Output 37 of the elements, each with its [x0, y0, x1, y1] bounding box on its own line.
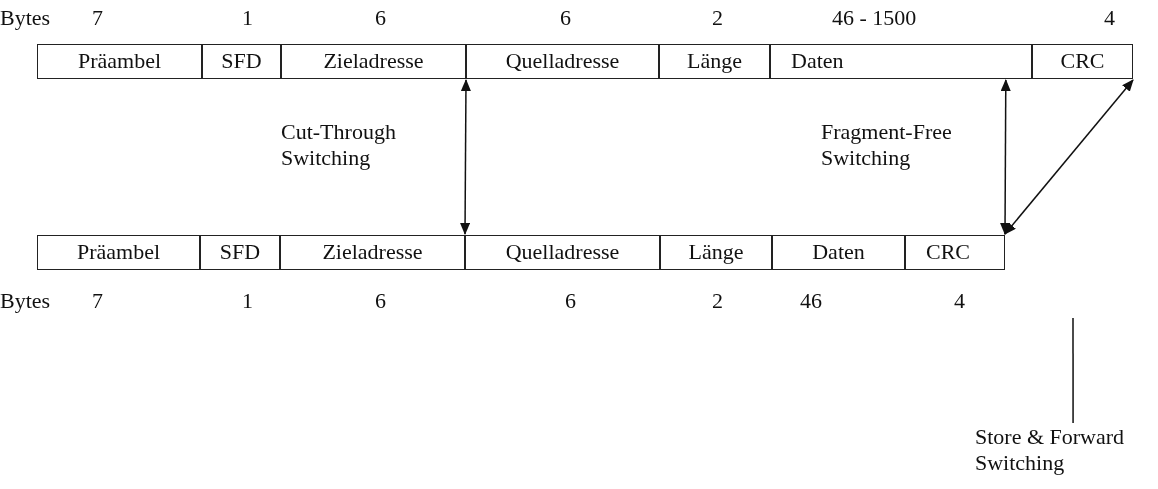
- row-label: Bytes: [0, 288, 51, 314]
- byte-count: 2: [712, 288, 723, 314]
- field-cell: CRC: [1032, 44, 1133, 79]
- field-cell: Länge: [659, 44, 770, 79]
- field-cell: SFD: [202, 44, 281, 79]
- leader-line: [1072, 317, 1074, 424]
- byte-count: 1: [242, 288, 253, 314]
- byte-count: 4: [1104, 5, 1115, 31]
- byte-count: 2: [712, 5, 723, 31]
- field-cell: Quelladresse: [466, 44, 659, 79]
- byte-count: 4: [954, 288, 965, 314]
- field-cell: Daten: [772, 235, 905, 270]
- field-cell: SFD: [200, 235, 280, 270]
- row-label: Bytes: [0, 5, 51, 31]
- edge-label: Cut-Through Switching: [281, 119, 397, 171]
- field-cell: Länge: [660, 235, 772, 270]
- double-arrow: [1000, 79, 1011, 235]
- double-arrow: [1004, 79, 1134, 235]
- byte-count: 46 - 1500: [832, 5, 917, 31]
- byte-count: 6: [375, 288, 386, 314]
- edge-label: Fragment-Free Switching: [821, 119, 953, 171]
- field-cell: Präambel: [37, 235, 200, 270]
- byte-count: 6: [375, 5, 386, 31]
- field-cell: Präambel: [37, 44, 202, 79]
- field-cell: Daten: [770, 44, 1032, 79]
- annotation-text: Store & Forward Switching: [975, 424, 1155, 476]
- byte-count: 6: [565, 288, 576, 314]
- byte-count: 7: [92, 288, 103, 314]
- byte-count: 46: [800, 288, 822, 314]
- byte-count: 1: [242, 5, 253, 31]
- byte-count: 7: [92, 5, 103, 31]
- field-cell: Zieladresse: [280, 235, 465, 270]
- field-cell: CRC: [905, 235, 1005, 270]
- double-arrow: [460, 79, 471, 235]
- field-cell: Quelladresse: [465, 235, 660, 270]
- field-cell: Zieladresse: [281, 44, 466, 79]
- byte-count: 6: [560, 5, 571, 31]
